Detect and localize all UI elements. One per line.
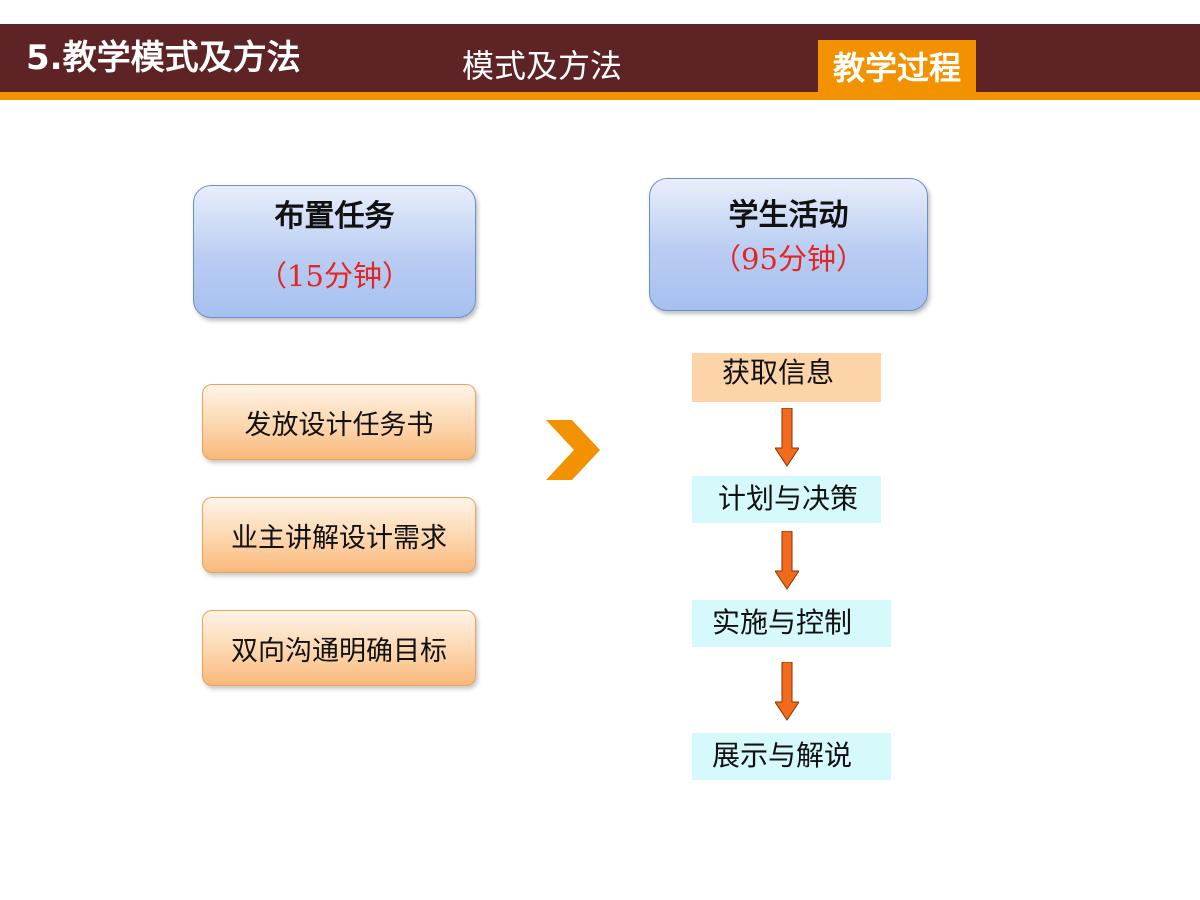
student-activity-box: 学生活动 （95分钟） xyxy=(649,178,928,311)
chevron-right-icon xyxy=(546,420,600,480)
arrow-down-icon xyxy=(775,408,799,467)
step-label: 计划与决策 xyxy=(718,482,859,515)
task-item-two-way-communication[interactable]: 双向沟通明确目标 xyxy=(202,610,476,686)
header-bar xyxy=(0,24,1200,92)
task-item-issue-brief[interactable]: 发放设计任务书 xyxy=(202,384,476,460)
header-accent-line xyxy=(0,92,1200,100)
task-item-label: 发放设计任务书 xyxy=(244,409,434,441)
step-plan-decide: 计划与决策 xyxy=(692,476,881,523)
task-item-label: 业主讲解设计需求 xyxy=(231,522,447,554)
student-activity-title: 学生活动 xyxy=(728,198,849,233)
step-implement-control: 实施与控制 xyxy=(692,600,891,647)
step-present-explain: 展示与解说 xyxy=(692,733,891,780)
header-subtitle: 模式及方法 xyxy=(462,47,623,85)
assign-task-duration: （15分钟） xyxy=(258,259,411,293)
step-label: 展示与解说 xyxy=(712,739,853,772)
section-title: 5.教学模式及方法 xyxy=(26,38,301,78)
assign-task-box: 布置任务 （15分钟） xyxy=(193,185,476,318)
step-gather-info: 获取信息 xyxy=(692,353,881,402)
task-item-label: 双向沟通明确目标 xyxy=(231,635,447,667)
step-label: 实施与控制 xyxy=(712,606,853,639)
step-label: 获取信息 xyxy=(722,356,835,389)
tab-teaching-process[interactable]: 教学过程 xyxy=(818,40,976,92)
task-item-owner-explains[interactable]: 业主讲解设计需求 xyxy=(202,497,476,573)
arrow-down-icon xyxy=(775,662,799,721)
student-activity-duration: （95分钟） xyxy=(712,242,865,276)
assign-task-title: 布置任务 xyxy=(274,199,395,234)
arrow-down-icon xyxy=(775,531,799,590)
